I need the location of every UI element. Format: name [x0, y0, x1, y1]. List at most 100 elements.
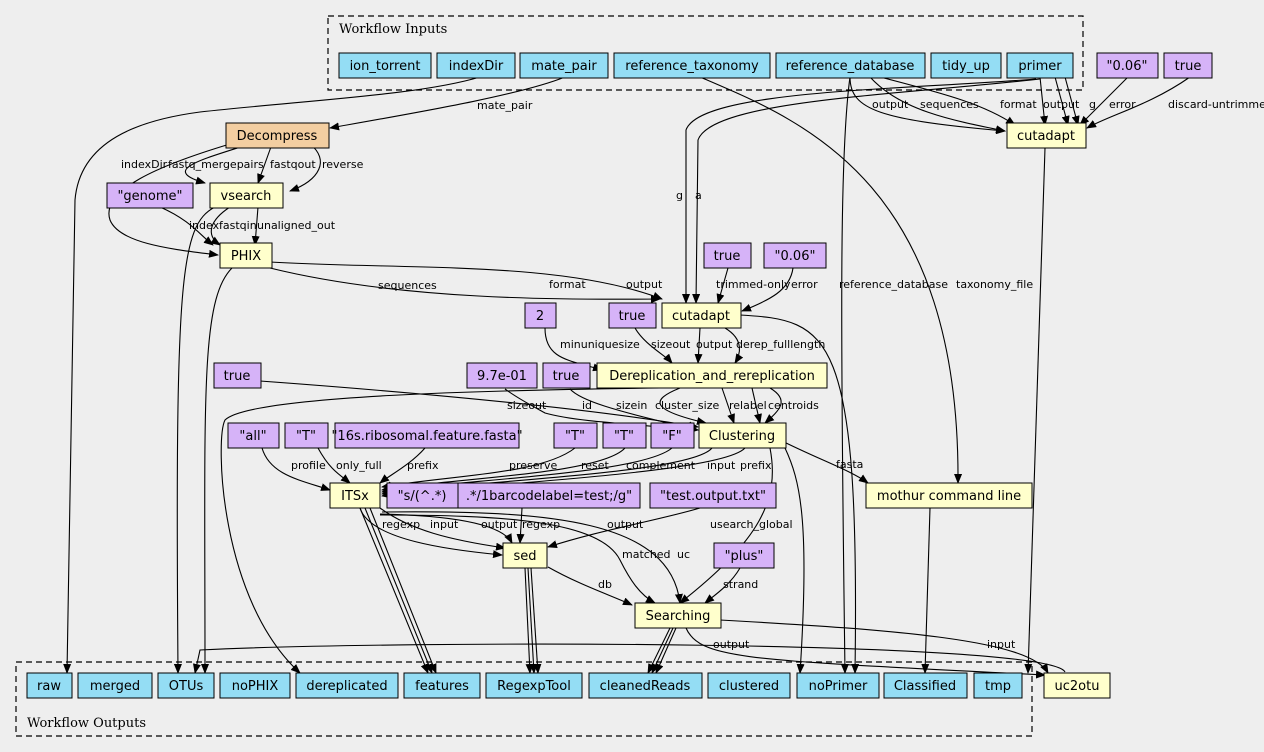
edge-label-index: index	[189, 219, 220, 232]
output-node-tmp[interactable]: tmp	[973, 672, 1023, 699]
param-node-2[interactable]: 2	[524, 302, 557, 329]
output-node-raw[interactable]: raw	[26, 672, 73, 699]
param-node-t3[interactable]: "T"	[602, 422, 647, 449]
param-node-true-mid[interactable]: true	[703, 242, 752, 269]
input-node-indexdir[interactable]: indexDir	[436, 52, 516, 79]
edge-label-a: a	[695, 189, 702, 202]
param-node-f[interactable]: "F"	[650, 422, 695, 449]
edge-label-fasta: fasta	[836, 458, 863, 471]
step-node-itsx[interactable]: ITSx	[329, 482, 381, 509]
output-node-otus[interactable]: OTUs	[157, 672, 215, 699]
output-node-merged[interactable]: merged	[77, 672, 153, 699]
output-node-features[interactable]: features	[403, 672, 481, 699]
edge-label-fastq-mergepairs: fastq_mergepairs	[168, 158, 264, 171]
step-node-vsearch[interactable]: vsearch	[209, 182, 284, 209]
svg-text:cleanedReads: cleanedReads	[600, 679, 691, 694]
output-node-classified[interactable]: Classified	[883, 672, 968, 699]
edge-labels: mate_pair output sequences format output…	[121, 98, 1264, 651]
edge-label-regexp: regexp	[382, 518, 420, 531]
step-node-sed[interactable]: sed	[502, 542, 548, 569]
param-node-true-left[interactable]: true	[213, 362, 262, 389]
svg-text:"F": "F"	[662, 429, 681, 444]
edge-label-discard-untrimmed: discard-untrimmed	[1168, 98, 1264, 111]
svg-text:"s/(^.*): "s/(^.*)	[398, 489, 447, 504]
input-node-reference-taxonomy[interactable]: reference_taxonomy	[613, 52, 771, 79]
step-node-uc2otu[interactable]: uc2otu	[1043, 672, 1111, 699]
output-node-regexptool[interactable]: RegexpTool	[485, 672, 583, 699]
output-node-dereplicated[interactable]: dereplicated	[295, 672, 399, 699]
svg-text:true: true	[619, 309, 646, 324]
edge-label-complement: complement	[626, 459, 696, 472]
step-node-clustering[interactable]: Clustering	[698, 422, 787, 449]
edge-label-taxonomy-file: taxonomy_file	[956, 278, 1033, 291]
svg-text:clustered: clustered	[719, 679, 779, 694]
edge-label-error: error	[1109, 98, 1136, 111]
output-node-cleanedreads[interactable]: cleanedReads	[588, 672, 703, 699]
input-node-reference-database[interactable]: reference_database	[775, 52, 926, 79]
edge-label-format: format	[1000, 98, 1037, 111]
svg-text:noPHIX: noPHIX	[232, 679, 279, 694]
svg-text:PHIX: PHIX	[231, 249, 261, 264]
param-node-9.7e-01[interactable]: 9.7e-01	[466, 362, 538, 389]
edge-label-sizein: sizein	[616, 399, 647, 412]
step-node-phix[interactable]: PHIX	[219, 242, 273, 269]
edge-label-strand: strand	[723, 578, 758, 591]
svg-text:9.7e-01: 9.7e-01	[477, 369, 527, 384]
edge-label-relabel: relabel	[729, 399, 767, 412]
param-node-true-d[interactable]: true	[542, 362, 591, 389]
step-node-mothur[interactable]: mothur command line	[865, 482, 1033, 509]
param-node-test-output[interactable]: "test.output.txt"	[649, 482, 777, 509]
output-node-nophix[interactable]: noPHIX	[219, 672, 291, 699]
param-node-regex[interactable]: "s/(^.*) .*/1barcodelabel=test;/g"	[386, 482, 641, 509]
param-node-all[interactable]: "all"	[227, 422, 280, 449]
svg-text:noPrimer: noPrimer	[809, 679, 868, 694]
svg-text:true: true	[224, 369, 251, 384]
svg-text:tmp: tmp	[985, 679, 1011, 694]
svg-text:"0.06": "0.06"	[775, 249, 816, 264]
svg-text:sed: sed	[513, 549, 536, 564]
param-node-true-top[interactable]: true	[1163, 52, 1213, 79]
svg-text:"T": "T"	[565, 429, 585, 444]
edge-label-minuniquesize: minuniquesize	[560, 338, 640, 351]
svg-text:2: 2	[536, 309, 544, 324]
edge-label-trimmed-only: trimmed-only	[716, 278, 791, 291]
edge-label-indexdir: indexDir	[121, 158, 168, 171]
step-node-searching[interactable]: Searching	[634, 602, 722, 629]
param-node-genome[interactable]: "genome"	[106, 182, 194, 209]
svg-text:Dereplication_and_rereplicatio: Dereplication_and_rereplication	[609, 369, 815, 384]
svg-text:reference_database: reference_database	[786, 59, 915, 74]
svg-text:merged: merged	[90, 679, 140, 694]
svg-text:cutadapt: cutadapt	[1017, 129, 1075, 144]
svg-text:"T": "T"	[614, 429, 634, 444]
input-node-ion-torrent[interactable]: ion_torrent	[338, 52, 432, 79]
step-node-dereplication[interactable]: Dereplication_and_rereplication	[596, 362, 828, 389]
param-node-16s[interactable]: "16s.ribosomal.feature.fasta"	[331, 422, 523, 449]
svg-text:true: true	[714, 249, 741, 264]
svg-text:dereplicated: dereplicated	[306, 679, 387, 694]
step-node-cutadapt-top[interactable]: cutadapt	[1006, 122, 1087, 149]
param-node-0.06-mid[interactable]: "0.06"	[763, 242, 827, 269]
svg-text:Clustering: Clustering	[709, 429, 775, 444]
output-node-noprimer[interactable]: noPrimer	[796, 672, 880, 699]
workflow-outputs-cluster: Workflow Outputs	[15, 661, 1033, 737]
step-node-cutadapt[interactable]: cutadapt	[661, 302, 742, 329]
input-node-tidy-up[interactable]: tidy_up	[930, 52, 1002, 79]
edge-label-cluster-size: cluster_size	[655, 399, 719, 412]
workflow-inputs-label: Workflow Inputs	[339, 22, 447, 37]
param-node-t2[interactable]: "T"	[553, 422, 598, 449]
output-node-clustered[interactable]: clustered	[707, 672, 791, 699]
step-node-decompress[interactable]: Decompress	[225, 122, 330, 149]
input-node-mate-pair[interactable]: mate_pair	[519, 52, 609, 79]
svg-text:indexDir: indexDir	[449, 59, 504, 74]
param-node-t1[interactable]: "T"	[284, 422, 329, 449]
edge-label-usearch-global: usearch_global	[710, 518, 793, 531]
svg-text:"0.06": "0.06"	[1107, 59, 1148, 74]
param-node-true-c[interactable]: true	[608, 302, 657, 329]
edge-label-profile: profile	[291, 459, 326, 472]
param-node-0.06-top[interactable]: "0.06"	[1096, 52, 1159, 79]
edge-label-sizeout: sizeout	[651, 338, 691, 351]
param-node-plus[interactable]: "plus"	[713, 542, 775, 569]
svg-text:primer: primer	[1018, 59, 1062, 74]
input-node-primer[interactable]: primer	[1006, 52, 1074, 79]
